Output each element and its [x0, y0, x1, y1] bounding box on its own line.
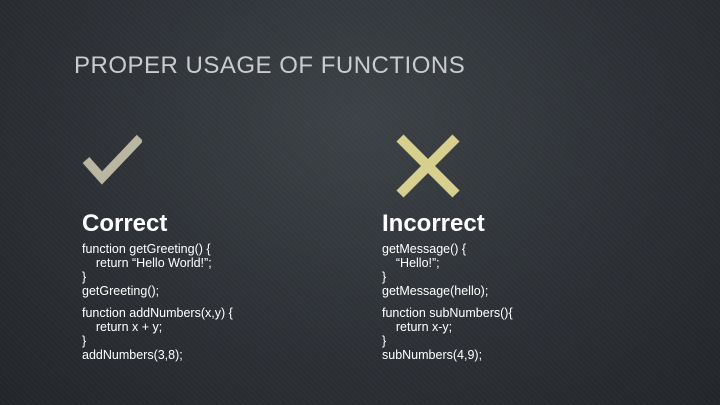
code-line: “Hello!”; [382, 256, 440, 270]
cross-icon [396, 134, 460, 198]
code-line: getMessage() { [382, 242, 467, 256]
code-gap [382, 298, 682, 306]
code-line: } [82, 270, 87, 284]
code-line: function addNumbers(x,y) { [82, 306, 233, 320]
code-line: return x-y; [382, 320, 453, 334]
check-icon [82, 134, 142, 185]
correct-heading: Correct [82, 210, 168, 237]
code-line: } [382, 270, 387, 284]
code-line: function getGreeting() { [82, 242, 211, 256]
slide-title: PROPER USAGE OF FUNCTIONS [74, 52, 466, 79]
code-line: } [82, 334, 87, 348]
code-gap [82, 298, 382, 306]
incorrect-code-block: getMessage() { “Hello!”; } getMessage(he… [382, 242, 682, 362]
code-line: } [382, 334, 387, 348]
correct-code-block: function getGreeting() { return “Hello W… [82, 242, 382, 362]
code-line: function subNumbers(){ [382, 306, 513, 320]
code-line: getMessage(hello); [382, 284, 489, 298]
code-line: return “Hello World!”; [82, 256, 212, 270]
code-line: subNumbers(4,9); [382, 348, 483, 362]
code-line: addNumbers(3,8); [82, 348, 183, 362]
code-line: return x + y; [82, 320, 163, 334]
code-line: getGreeting(); [82, 284, 160, 298]
incorrect-heading: Incorrect [382, 210, 485, 237]
